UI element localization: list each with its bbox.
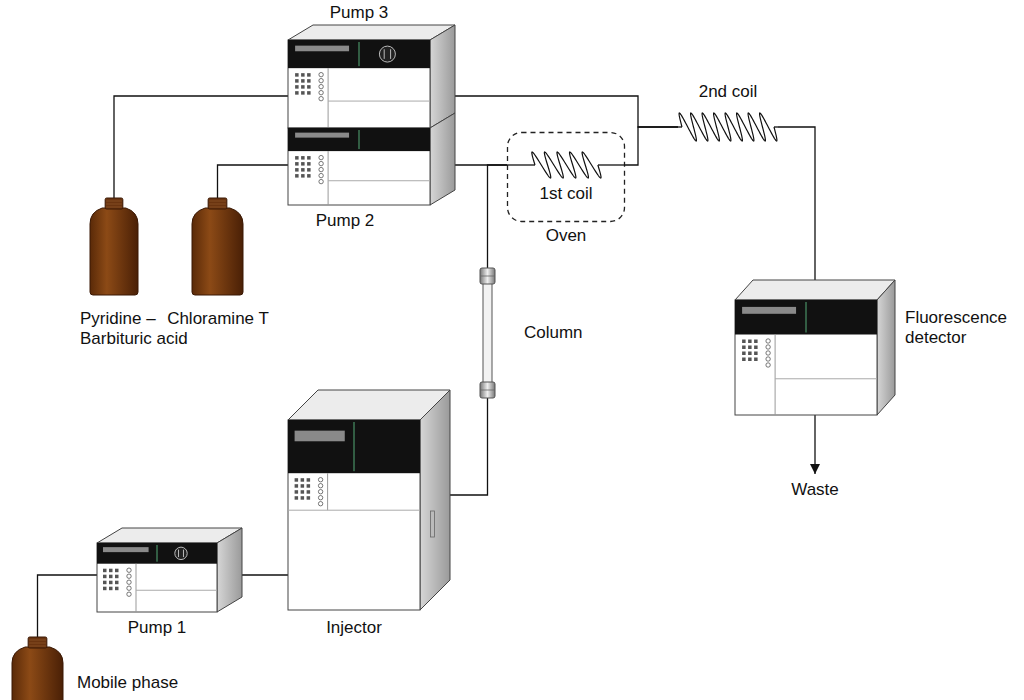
tubing-line xyxy=(778,127,815,280)
hplc-column: Column xyxy=(479,268,496,398)
oven-enclosure: 1st coilOven xyxy=(507,132,625,222)
component-label: Oven xyxy=(507,226,625,246)
hplc-column-drawing xyxy=(479,268,496,398)
autosampler-injector-drawing xyxy=(288,390,450,610)
tubing-line xyxy=(488,165,508,268)
waste-label: Waste xyxy=(790,480,840,500)
component-label: Column xyxy=(524,323,604,343)
component-label: Pump 2 xyxy=(274,211,416,231)
solvent-bottle-drawing xyxy=(10,637,65,700)
fluorescence-detector: Fluorescence detector xyxy=(735,280,895,415)
pump-unit-drawing xyxy=(97,528,242,612)
tubing-line xyxy=(450,398,488,495)
tubing-line xyxy=(38,575,98,637)
reagent-bottle: Pyridine – Barbituric acid xyxy=(88,198,140,295)
tubing-line xyxy=(242,574,288,575)
oven-enclosure-drawing xyxy=(507,132,625,222)
tubing-line xyxy=(218,165,289,198)
component-label: Mobile phase xyxy=(77,673,207,693)
fluorescence-detector-drawing xyxy=(735,280,895,415)
waste-outlet-arrow xyxy=(815,415,816,474)
component-label: 1st coil xyxy=(507,184,625,204)
component-label: Pump 1 xyxy=(97,618,217,638)
tubing-line xyxy=(114,96,288,198)
component-label: Fluorescence detector xyxy=(905,308,1017,349)
solvent-bottle: Mobile phase xyxy=(10,637,65,700)
reagent-bottle-drawing xyxy=(190,198,245,295)
pump-unit: Pump 3 xyxy=(288,25,455,128)
tubing-line xyxy=(455,96,678,127)
pump-unit: Pump 1 xyxy=(97,528,242,612)
reaction-coil: 2nd coil xyxy=(678,110,778,144)
component-label: Injector xyxy=(288,618,420,638)
component-label: Chloramine T xyxy=(163,309,273,329)
reagent-bottle: Chloramine T xyxy=(190,198,245,295)
pump-unit: Pump 2 xyxy=(288,128,455,205)
reagent-bottle-drawing xyxy=(88,198,140,295)
pump-unit-drawing xyxy=(288,128,455,205)
tubing-line xyxy=(625,127,678,165)
reaction-coil-drawing xyxy=(678,110,778,144)
pump-unit-drawing xyxy=(288,25,455,128)
component-label: 2nd coil xyxy=(678,82,778,102)
component-label: Pump 3 xyxy=(288,3,430,23)
autosampler-injector: Injector xyxy=(288,390,450,610)
